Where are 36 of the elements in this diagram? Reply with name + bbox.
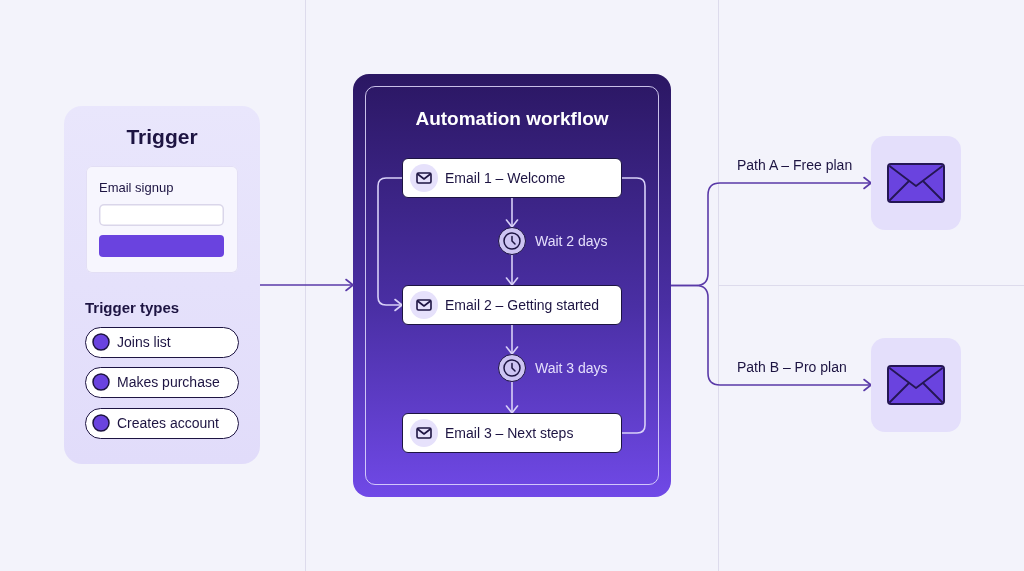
panel-heading: Trigger — [126, 124, 198, 150]
arrow — [670, 284, 872, 392]
trigger-type-pill — [85, 408, 239, 439]
trigger-type-label: Makes purchase — [117, 373, 220, 391]
step-label: Email 3 – Next steps — [445, 424, 574, 441]
wait-step-circle — [498, 227, 526, 255]
envelope-tile — [871, 136, 961, 230]
wait-duration-label: Wait 3 days — [535, 359, 608, 377]
trigger-type-label: Creates account — [117, 414, 219, 432]
form-label: Email signup — [99, 180, 174, 196]
trigger-type-pill — [85, 327, 239, 358]
input-field — [99, 204, 224, 226]
signup-form-card — [86, 166, 238, 273]
email-step-box — [402, 413, 622, 453]
arrow — [505, 197, 519, 228]
edge-label: Path B – Pro plan — [735, 358, 849, 376]
trigger-type-label: Joins list — [117, 333, 171, 351]
trigger-panel — [64, 106, 260, 464]
step-label: Email 2 – Getting started — [445, 296, 600, 313]
form-button — [99, 235, 224, 257]
envelope-tile — [871, 338, 961, 432]
arrow — [505, 381, 519, 414]
email-step-box — [402, 158, 622, 198]
wait-step-circle — [498, 354, 526, 382]
wait-duration-label: Wait 2 days — [535, 232, 608, 250]
email-step-box — [402, 285, 622, 325]
section-heading: Trigger types — [85, 299, 180, 317]
arrow — [259, 278, 354, 292]
connector-line — [621, 177, 646, 434]
panel-heading: Automation workflow — [415, 107, 609, 131]
edge-label: Path A – Free plan — [735, 156, 855, 174]
arrow — [377, 177, 403, 312]
arrow — [505, 254, 519, 286]
arrow — [505, 324, 519, 355]
trigger-type-pill — [85, 367, 239, 398]
step-label: Email 1 – Welcome — [445, 169, 566, 186]
